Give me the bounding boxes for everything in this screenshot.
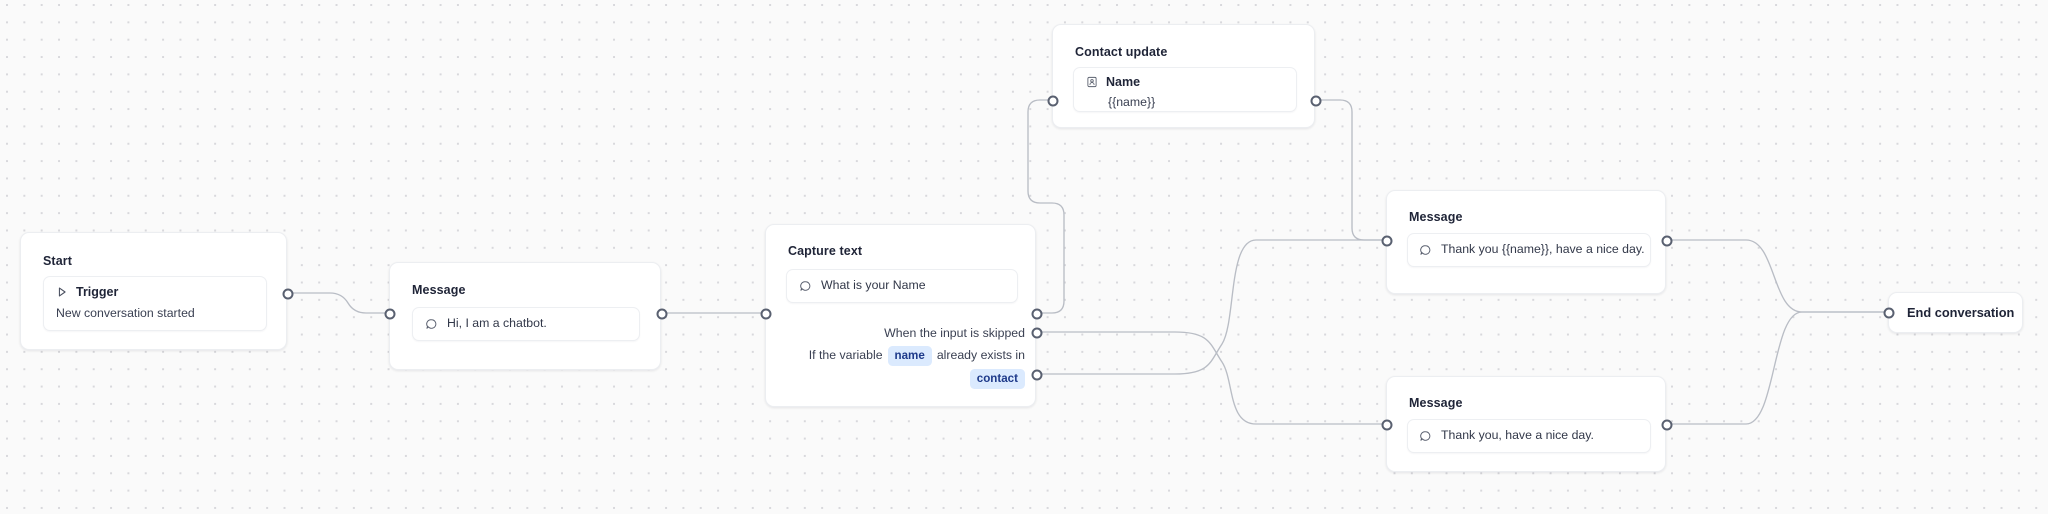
- contact-update-field-value: {{name}}: [1108, 94, 1156, 109]
- handle-message-greeting-input[interactable]: [384, 308, 396, 320]
- capture-text-prompt: What is your Name: [821, 278, 926, 293]
- node-message-thanks-name[interactable]: Message Thank you {{name}}, have a nice …: [1381, 190, 1673, 294]
- message-thanks-text-box[interactable]: Thank you, have a nice day.: [1407, 419, 1651, 453]
- node-message-thanks-title: Message: [1409, 396, 1463, 410]
- capture-target-pill[interactable]: contact: [969, 369, 1025, 389]
- speech-bubble-icon: [425, 318, 438, 331]
- edge-contact-update-to-message-name: [1314, 99, 1387, 241]
- contact-update-field-label: Name: [1106, 75, 1141, 89]
- handle-capture-text-output-captured[interactable]: [1031, 308, 1043, 320]
- node-capture-text[interactable]: Capture text What is your Name When the …: [760, 224, 1043, 407]
- node-message-greeting-title: Message: [412, 283, 466, 297]
- handle-capture-text-output-exists[interactable]: [1031, 369, 1043, 381]
- start-trigger-row: Trigger: [56, 286, 254, 299]
- node-end-conversation[interactable]: End conversation: [1883, 292, 2023, 333]
- capture-condition-exists-middle: already exists in: [936, 348, 1025, 363]
- message-greeting-text-box[interactable]: Hi, I am a chatbot.: [412, 307, 640, 341]
- capture-variable-pill[interactable]: name: [887, 346, 932, 366]
- handle-contact-update-input[interactable]: [1047, 95, 1059, 107]
- speech-bubble-icon: [1419, 430, 1432, 443]
- capture-condition-exists-line2: contact: [766, 369, 1025, 389]
- contact-card-icon: [1086, 76, 1098, 88]
- handle-message-thanks-input[interactable]: [1381, 419, 1393, 431]
- message-thanks-text: Thank you, have a nice day.: [1441, 428, 1594, 443]
- edge-start-to-message: [286, 292, 390, 314]
- end-conversation-label: End conversation: [1907, 305, 2015, 320]
- node-message-thanks[interactable]: Message Thank you, have a nice day.: [1381, 376, 1673, 472]
- node-capture-text-title: Capture text: [788, 244, 863, 258]
- handle-message-thanks-output[interactable]: [1661, 419, 1673, 431]
- capture-condition-exists-line1: If the variable name already exists in: [766, 346, 1025, 366]
- handle-message-greeting-output[interactable]: [656, 308, 668, 320]
- capture-text-prompt-box[interactable]: What is your Name: [786, 269, 1018, 303]
- handle-message-thanks-name-output[interactable]: [1661, 235, 1673, 247]
- message-thanks-name-text-box[interactable]: Thank you {{name}}, have a nice day.: [1407, 233, 1651, 267]
- handle-start-output[interactable]: [282, 288, 294, 300]
- node-message-thanks-name-title: Message: [1409, 210, 1463, 224]
- capture-condition-skipped-label: When the input is skipped: [884, 326, 1025, 341]
- capture-condition-skipped: When the input is skipped: [766, 326, 1025, 342]
- contact-update-field-row: Name: [1086, 76, 1284, 89]
- play-triangle-icon: [56, 286, 68, 298]
- handle-capture-text-output-skipped[interactable]: [1031, 327, 1043, 339]
- handle-capture-text-input[interactable]: [760, 308, 772, 320]
- handle-end-conversation-input[interactable]: [1883, 307, 1895, 319]
- speech-bubble-icon: [1419, 244, 1432, 257]
- node-start-title: Start: [43, 254, 72, 268]
- edge-skipped-to-message-thanks: [1035, 331, 1387, 425]
- edge-message-name-to-end: [1665, 239, 1889, 313]
- message-thanks-name-text: Thank you {{name}}, have a nice day.: [1441, 242, 1645, 257]
- start-trigger-description: New conversation started: [56, 305, 195, 320]
- start-trigger-label: Trigger: [76, 285, 119, 299]
- edge-exists-to-message-name: [1035, 239, 1387, 375]
- start-trigger-box[interactable]: Trigger New conversation started: [43, 276, 267, 331]
- contact-update-field-box[interactable]: Name {{name}}: [1073, 67, 1297, 112]
- edge-message-thanks-to-end: [1665, 311, 1889, 425]
- message-greeting-text: Hi, I am a chatbot.: [447, 316, 547, 331]
- node-start[interactable]: Start Trigger New conversation started: [20, 232, 294, 350]
- node-message-greeting[interactable]: Message Hi, I am a chatbot.: [384, 262, 668, 370]
- speech-bubble-icon: [799, 280, 812, 293]
- handle-contact-update-output[interactable]: [1310, 95, 1322, 107]
- node-contact-update[interactable]: Contact update Name {{name}}: [1047, 24, 1322, 128]
- capture-condition-exists-prefix: If the variable: [808, 348, 883, 363]
- handle-message-thanks-name-input[interactable]: [1381, 235, 1393, 247]
- node-contact-update-title: Contact update: [1075, 45, 1168, 59]
